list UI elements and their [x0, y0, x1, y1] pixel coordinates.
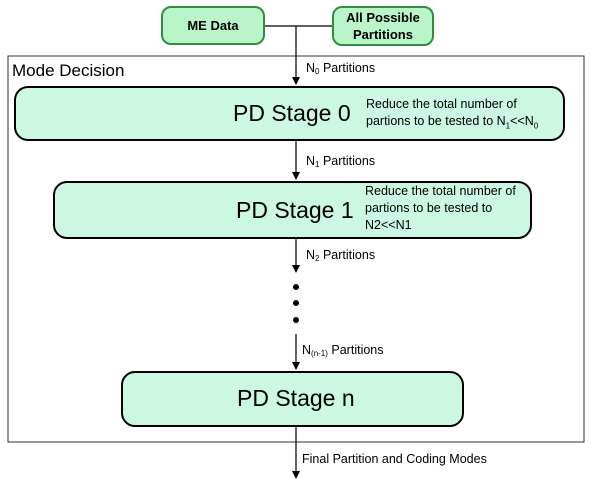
pd-stage-1-description: Reduce the total number of partions to b… — [365, 184, 516, 232]
pd-stage-0-description: Reduce the total number of partions to b… — [366, 97, 539, 131]
edge-label-n1: N1 Partitions — [306, 154, 376, 169]
edge-label-n-minus-1: N(n-1) Partitions — [302, 343, 384, 358]
edge-label-n2: N2 Partitions — [306, 248, 376, 263]
all-possible-partitions-box: All Possible Partitions — [332, 6, 434, 46]
me-data-label: ME Data — [187, 18, 239, 33]
pd-stage-1-box — [53, 181, 532, 239]
pd-stage-0-title: PD Stage 0 — [233, 100, 351, 126]
me-data-box: ME Data — [161, 6, 265, 45]
ellipsis-dot — [293, 317, 299, 323]
edge-label-n0: N0 Partitions — [306, 61, 376, 76]
ellipsis-dot — [293, 300, 299, 306]
final-output-label: Final Partition and Coding Modes — [302, 452, 487, 466]
pd-stage-0-box — [14, 86, 565, 141]
ellipsis-dot — [293, 284, 299, 290]
ellipsis-dots — [293, 284, 299, 323]
pd-stage-n-title: PD Stage n — [237, 385, 355, 411]
pd-stage-1-title: PD Stage 1 — [236, 197, 354, 223]
all-possible-partitions-label: All Possible Partitions — [346, 10, 420, 42]
pd-stage-n-box — [121, 371, 464, 427]
mode-decision-label: Mode Decision — [12, 61, 125, 80]
